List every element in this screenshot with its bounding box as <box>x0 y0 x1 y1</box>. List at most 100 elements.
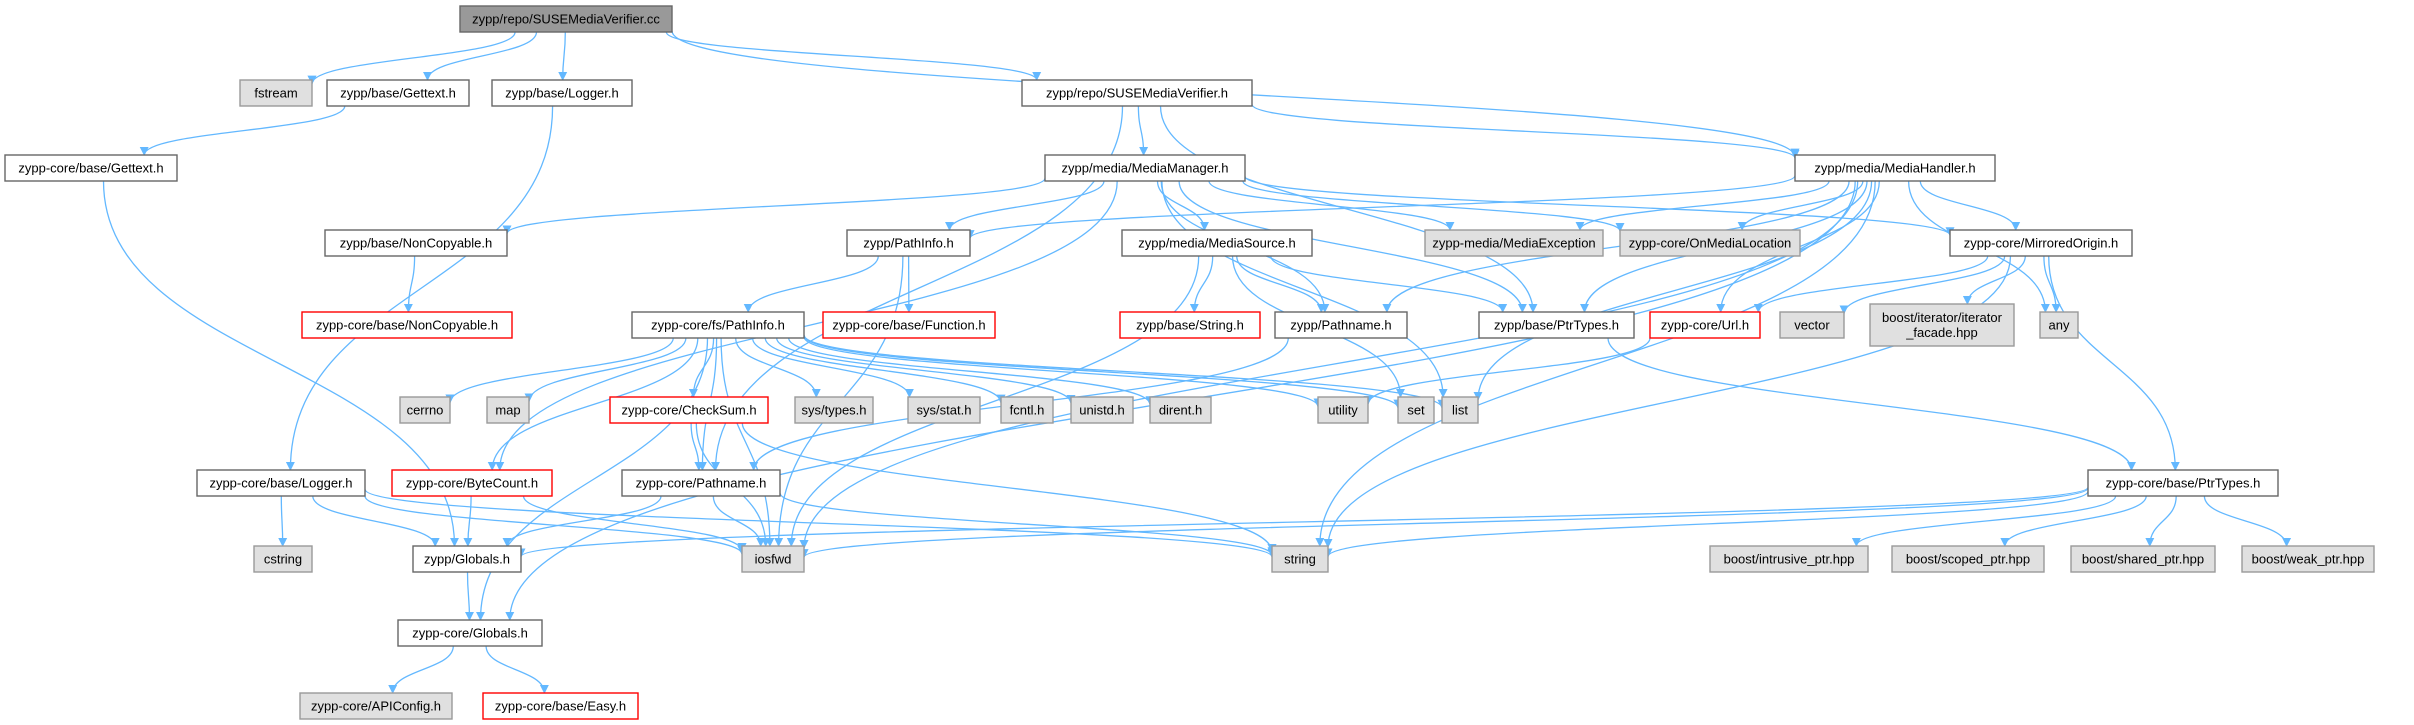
node-intrusive-ptr[interactable]: boost/intrusive_ptr.hpp <box>1709 545 1869 573</box>
node-bytecount[interactable]: zypp-core/ByteCount.h <box>391 469 553 497</box>
node-base-noncopyable[interactable]: zypp/base/NonCopyable.h <box>324 229 508 257</box>
node-smv-h[interactable]: zypp/repo/SUSEMediaVerifier.h <box>1021 79 1253 107</box>
node-core-gettext[interactable]: zypp-core/base/Gettext.h <box>4 154 178 182</box>
edge-core_globals-to-easy <box>485 645 549 694</box>
node-core-function[interactable]: zypp-core/base/Function.h <box>822 311 996 339</box>
edge-core_logger-to-zypp_globals <box>312 495 440 547</box>
node-zypp-globals[interactable]: zypp/Globals.h <box>412 545 522 573</box>
node-base-gettext[interactable]: zypp/base/Gettext.h <box>326 79 470 107</box>
node-label: fstream <box>254 86 297 101</box>
node-checksum[interactable]: zypp-core/CheckSum.h <box>609 396 769 424</box>
node-zypp-pathname[interactable]: zypp/Pathname.h <box>1274 311 1408 339</box>
edge-fs_pathinfo-to-sys_types <box>735 337 821 398</box>
edge-base_ptrtypes-to-core_ptrtypes <box>1607 337 2136 471</box>
node-sys-stat[interactable]: sys/stat.h <box>907 396 981 424</box>
node-box <box>1271 545 1329 573</box>
edge-fs_pathinfo-to-list <box>803 334 1447 409</box>
node-box <box>239 79 313 107</box>
node-easy[interactable]: zypp-core/base/Easy.h <box>482 692 639 720</box>
node-mirrored-origin[interactable]: zypp-core/MirroredOrigin.h <box>1949 229 2133 257</box>
node-fcntl[interactable]: fcntl.h <box>1000 396 1054 424</box>
node-scoped-ptr[interactable]: boost/scoped_ptr.hpp <box>1891 545 2045 573</box>
node-apiconfig[interactable]: zypp-core/APIConfig.h <box>299 692 453 720</box>
node-core-logger[interactable]: zypp-core/base/Logger.h <box>196 469 366 497</box>
node-box <box>1121 229 1313 257</box>
edge-media_handler-to-zypp_pathname <box>1382 180 1850 313</box>
node-boost-iter[interactable]: boost/iterator/iterator_facade.hpp <box>1869 303 2015 347</box>
node-label: boost/intrusive_ptr.hpp <box>1724 552 1855 567</box>
node-media-source[interactable]: zypp/media/MediaSource.h <box>1121 229 1313 257</box>
node-base-ptrtypes[interactable]: zypp/base/PtrTypes.h <box>1478 311 1635 339</box>
node-box <box>1649 311 1761 339</box>
node-weak-ptr[interactable]: boost/weak_ptr.hpp <box>2241 545 2375 573</box>
node-box <box>299 692 453 720</box>
node-box <box>1000 396 1054 424</box>
node-box <box>907 396 981 424</box>
edge-bytecount-to-iosfwd <box>522 495 747 553</box>
edge-base_noncopyable-to-core_noncopyable <box>403 255 416 313</box>
node-label: zypp/base/Logger.h <box>505 86 618 101</box>
node-core-noncopyable[interactable]: zypp-core/base/NonCopyable.h <box>301 311 513 339</box>
edge-checksum-to-core_pathname <box>690 422 704 471</box>
node-shared-ptr[interactable]: boost/shared_ptr.hpp <box>2070 545 2216 573</box>
node-cstring[interactable]: cstring <box>253 545 313 573</box>
node-core-url[interactable]: zypp-core/Url.h <box>1649 311 1761 339</box>
node-set[interactable]: set <box>1397 396 1435 424</box>
node-media-exception[interactable]: zypp-media/MediaException <box>1424 229 1604 257</box>
node-core-pathname[interactable]: zypp-core/Pathname.h <box>621 469 781 497</box>
node-box <box>196 469 366 497</box>
node-box <box>391 469 553 497</box>
node-label: zypp/base/String.h <box>1136 318 1244 333</box>
node-label: fcntl.h <box>1010 403 1045 418</box>
node-box <box>4 154 178 182</box>
edge-media_source-to-base_string <box>1189 255 1214 313</box>
edge-fs_pathinfo-to-bytecount <box>487 337 699 471</box>
node-core-ptrtypes[interactable]: zypp-core/base/PtrTypes.h <box>2087 469 2279 497</box>
node-fstream[interactable]: fstream <box>239 79 313 107</box>
node-core-globals[interactable]: zypp-core/Globals.h <box>397 619 543 647</box>
node-dirent[interactable]: dirent.h <box>1149 396 1212 424</box>
node-utility[interactable]: utility <box>1317 396 1369 424</box>
edge-media_handler-to-pathinfo <box>965 175 1796 240</box>
edge-media_source-to-zypp_pathname <box>1236 255 1326 313</box>
node-pathinfo[interactable]: zypp/PathInfo.h <box>846 229 971 257</box>
node-media-handler[interactable]: zypp/media/MediaHandler.h <box>1794 154 1996 182</box>
edge-mirrored_origin-to-core_ptrtypes <box>2048 255 2180 471</box>
edge-media_handler-to-media_exception <box>1575 180 1830 231</box>
node-on-media-location[interactable]: zypp-core/OnMediaLocation <box>1619 229 1801 257</box>
node-media-manager[interactable]: zypp/media/MediaManager.h <box>1044 154 1246 182</box>
node-vector[interactable]: vector <box>1779 311 1845 339</box>
node-box <box>1891 545 2045 573</box>
edges-layer <box>102 30 2292 694</box>
edge-media_source-to-iosfwd <box>786 255 1200 547</box>
node-map[interactable]: map <box>486 396 530 424</box>
edge-core_ptrtypes-to-string <box>1323 490 2089 558</box>
node-box <box>1779 311 1845 339</box>
node-fs-pathinfo[interactable]: zypp-core/fs/PathInfo.h <box>631 311 805 339</box>
node-label: zypp-core/Url.h <box>1661 318 1749 333</box>
node-box <box>482 692 639 720</box>
node-label: unistd.h <box>1079 403 1125 418</box>
edge-zypp_globals-to-core_globals <box>464 571 475 621</box>
edge-base_logger-to-core_logger <box>285 105 554 471</box>
node-label: zypp-core/base/PtrTypes.h <box>2106 476 2261 491</box>
node-base-logger[interactable]: zypp/base/Logger.h <box>491 79 633 107</box>
node-string[interactable]: string <box>1271 545 1329 573</box>
node-base-string[interactable]: zypp/base/String.h <box>1119 311 1261 339</box>
node-label: list <box>1452 403 1468 418</box>
edge-mirrored_origin-to-boost_iter <box>1962 255 2026 305</box>
node-label: zypp-core/Pathname.h <box>636 476 767 491</box>
node-sys-types[interactable]: sys/types.h <box>794 396 874 424</box>
edge-pathinfo-to-fs_pathinfo <box>743 255 879 313</box>
node-box <box>324 229 508 257</box>
node-any[interactable]: any <box>2039 311 2079 339</box>
node-root[interactable]: zypp/repo/SUSEMediaVerifier.cc <box>459 5 673 33</box>
edge-fs_pathinfo-to-unistd <box>776 337 1076 405</box>
node-iosfwd[interactable]: iosfwd <box>741 545 805 573</box>
node-label: zypp-core/base/Easy.h <box>495 699 626 714</box>
edge-smv_h-to-media_manager <box>1137 105 1149 156</box>
node-unistd[interactable]: unistd.h <box>1070 396 1134 424</box>
node-list[interactable]: list <box>1441 396 1479 424</box>
node-cerrno[interactable]: cerrno <box>399 396 451 424</box>
node-label: cstring <box>264 552 302 567</box>
